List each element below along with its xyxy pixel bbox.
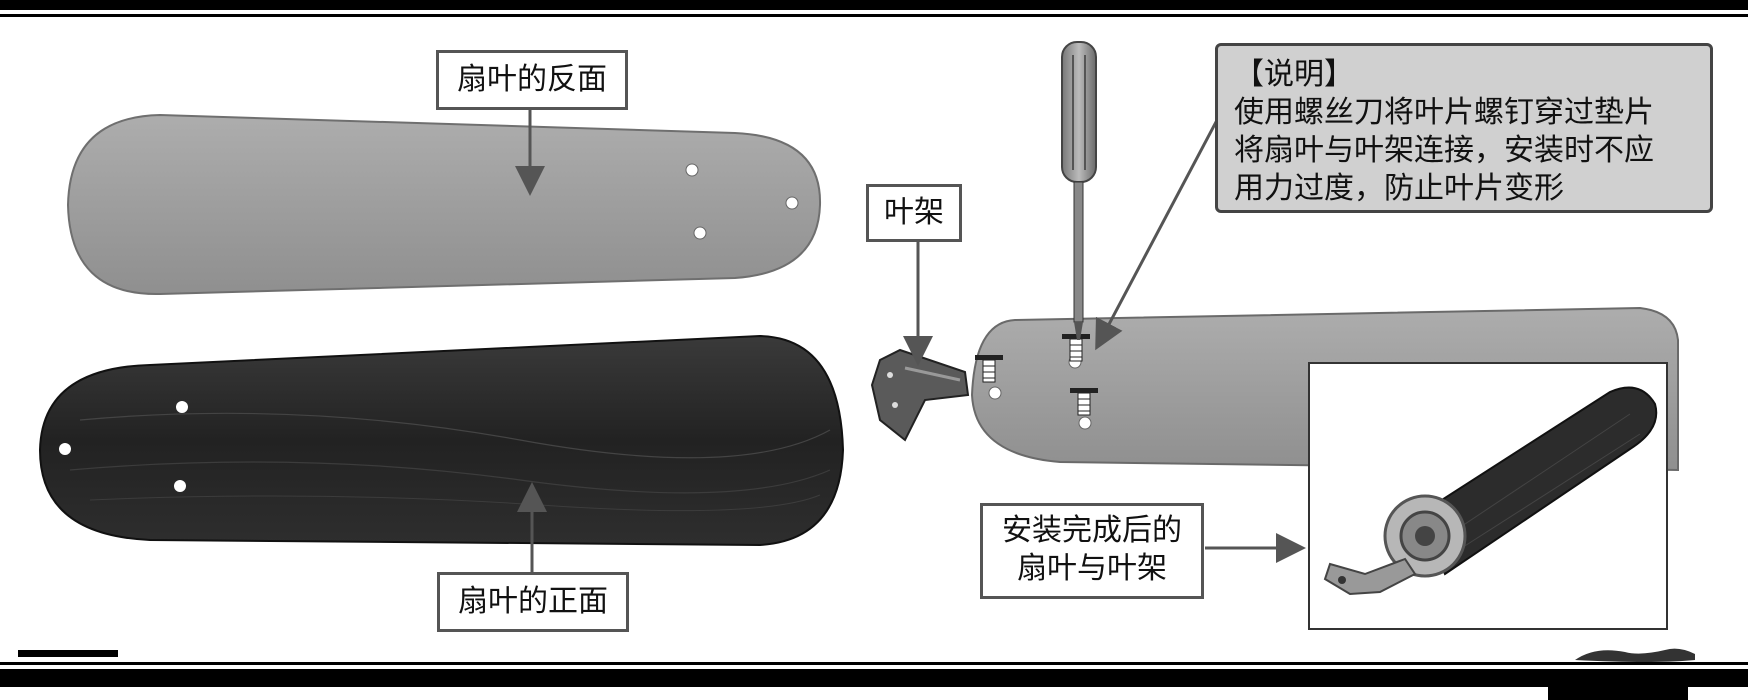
arrow-note <box>1095 104 1227 351</box>
label-assembled: 安装完成后的 扇叶与叶架 <box>980 503 1204 599</box>
label-blade-iron: 叶架 <box>866 184 962 242</box>
assembled-blade-image <box>1323 386 1658 596</box>
assembled-inset <box>1308 362 1668 630</box>
note-line: 将扇叶与叶架连接，安装时不应 <box>1234 133 1654 168</box>
blade-iron-icon <box>870 348 970 442</box>
note-title: 【说明】 <box>1234 57 1354 92</box>
bottom-rule-thin <box>0 662 1748 665</box>
bottom-short-rule <box>18 650 118 657</box>
blade-front <box>38 334 845 547</box>
note-line: 使用螺丝刀将叶片螺钉穿过垫片 <box>1234 95 1654 130</box>
screwdriver-icon <box>1061 41 1097 340</box>
corner-mark <box>1575 648 1695 662</box>
screw-icon <box>1070 388 1098 416</box>
label-blade-front: 扇叶的正面 <box>437 572 629 632</box>
bottom-rule <box>0 669 1748 687</box>
instruction-note: 【说明】 使用螺丝刀将叶片螺钉穿过垫片 将扇叶与叶架连接，安装时不应 用力过度，… <box>1215 43 1713 213</box>
label-blade-back: 扇叶的反面 <box>436 50 628 110</box>
screw-icon <box>975 355 1003 383</box>
blade-back <box>66 113 822 296</box>
top-rule-thin <box>0 14 1748 17</box>
top-rule <box>0 0 1748 10</box>
label-blade-back-text: 扇叶的反面 <box>457 62 607 97</box>
label-assembled-line: 扇叶与叶架 <box>1017 551 1167 586</box>
label-blade-front-text: 扇叶的正面 <box>458 584 608 619</box>
label-blade-iron-text: 叶架 <box>884 195 944 230</box>
screw-icon <box>1062 334 1090 362</box>
label-assembled-line: 安装完成后的 <box>1002 513 1182 548</box>
bottom-tab <box>1548 682 1688 700</box>
note-line: 用力过度，防止叶片变形 <box>1234 171 1564 206</box>
